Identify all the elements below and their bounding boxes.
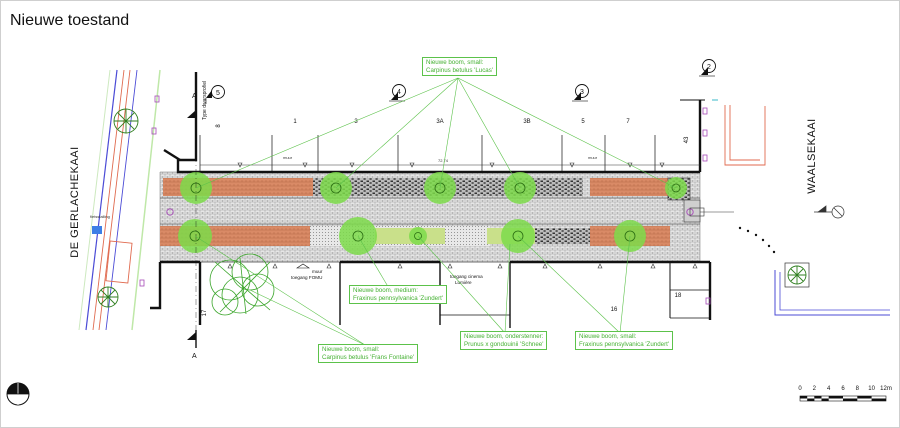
- section-marker-icon: [814, 205, 845, 219]
- gerlachekaai-quay: fietsstalling: [78, 69, 161, 331]
- tree-label-fontaine: Nieuwe boom, small: Carpinus betulus 'Fr…: [318, 344, 419, 363]
- dimension-line: 72,74 muur muur: [200, 155, 700, 166]
- svg-text:6: 6: [841, 386, 845, 392]
- section-cut-line: A A Type dwarsprofiel: [187, 81, 208, 360]
- svg-text:4: 4: [397, 89, 401, 96]
- svg-text:16: 16: [611, 307, 618, 313]
- tree-symbol-icon: [97, 286, 119, 308]
- scale-ticks: 0 2 4 6 8 10 12m: [798, 386, 892, 392]
- tree-label-zundert-small: Nieuwe boom, small: Fraxinus pennsylvani…: [575, 331, 674, 350]
- svg-text:3A: 3A: [436, 119, 443, 125]
- entrance-labels: muur toegang FOMU toegang cinema Lumière: [291, 263, 483, 285]
- section-marker-icon: 4: [389, 84, 406, 102]
- quay-trees: [97, 108, 810, 308]
- svg-text:5: 5: [216, 90, 220, 97]
- tree-label-line: Fraxinus pennsylvanica 'Zundert': [353, 294, 444, 302]
- svg-text:5: 5: [581, 119, 585, 125]
- north-arrow-icon: [6, 382, 30, 406]
- section-marker-icon: 3: [572, 84, 589, 102]
- tree-label-line: Nieuwe boom, small:: [579, 333, 637, 340]
- svg-text:12m: 12m: [880, 386, 892, 392]
- svg-text:Type dwarsprofiel: Type dwarsprofiel: [202, 81, 208, 120]
- tree-symbol-icon: [784, 262, 810, 288]
- tree-label-line: Prunus x gondouinii 'Schnee': [464, 340, 544, 348]
- svg-text:18: 18: [675, 293, 682, 299]
- page-title: Nieuwe toestand: [10, 12, 130, 29]
- svg-text:A: A: [192, 93, 197, 100]
- section-markers: 5 4 3 2: [205, 59, 716, 104]
- street-name-waalsekaai: WAALSEKAAI: [806, 118, 818, 194]
- svg-text:2: 2: [813, 386, 817, 392]
- tree-label-line: Nieuwe boom, small:: [322, 346, 380, 353]
- svg-text:muur: muur: [588, 155, 598, 160]
- svg-text:toegang FOMU: toegang FOMU: [291, 275, 322, 280]
- tree-label-line: Nieuwe boom, medium:: [353, 287, 418, 294]
- scale-bar-icon: 0 2 4 6 8 10 12m: [798, 386, 892, 402]
- svg-text:1: 1: [293, 119, 297, 125]
- tree-cluster-outline: [209, 253, 275, 316]
- svg-text:0: 0: [798, 386, 802, 392]
- svg-text:Lumière: Lumière: [455, 280, 472, 285]
- tree-label-prunus: Nieuwe boom, onderstenner: Prunus x gond…: [460, 331, 548, 350]
- entrance-markers: [227, 162, 698, 269]
- plot-numbers: 8 1 3 3A 3B 5 7 43 16 18 17: [202, 119, 690, 316]
- svg-text:72,74: 72,74: [438, 158, 449, 163]
- section-marker-icon: 2: [699, 59, 716, 77]
- svg-text:muur: muur: [283, 155, 293, 160]
- section-marker-icon: 5: [205, 85, 225, 104]
- svg-text:3B: 3B: [523, 119, 530, 125]
- svg-text:17: 17: [202, 309, 208, 316]
- svg-text:8: 8: [856, 386, 860, 392]
- svg-text:3: 3: [354, 119, 358, 125]
- svg-text:7: 7: [626, 119, 630, 125]
- tree-label-line: Carpinus betulus 'Frans Fontaine': [322, 353, 415, 361]
- street-name-gerlachekaai: DE GERLACHEKAAI: [69, 146, 81, 258]
- svg-text:fietsstalling: fietsstalling: [90, 214, 110, 219]
- label-leader-lines: [194, 77, 677, 346]
- tree-label-line: Nieuwe boom, onderstenner:: [464, 333, 544, 340]
- svg-text:3: 3: [580, 89, 584, 96]
- svg-text:10: 10: [868, 386, 875, 392]
- tree-symbol-icon: [113, 108, 139, 134]
- svg-text:43: 43: [684, 136, 690, 143]
- tree-label-line: Nieuwe boom, small:: [426, 59, 484, 66]
- svg-text:4: 4: [827, 386, 831, 392]
- bollard-dots: [738, 226, 776, 254]
- svg-text:2: 2: [707, 64, 711, 71]
- tree-label-line: Carpinus betulus 'Lucas': [426, 66, 494, 74]
- svg-text:8: 8: [216, 124, 222, 128]
- tree-label-zundert-medium: Nieuwe boom, medium: Fraxinus pennsylvan…: [349, 285, 448, 304]
- svg-text:toegang cinema: toegang cinema: [450, 274, 483, 279]
- tree-label-line: Fraxinus pennsylvanica 'Zundert': [579, 340, 670, 348]
- waalsekaai-quay: [724, 105, 890, 316]
- tree-label-lucas: Nieuwe boom, small: Carpinus betulus 'Lu…: [422, 57, 498, 76]
- utility-details: [166, 99, 734, 305]
- svg-text:muur: muur: [312, 269, 323, 274]
- svg-text:A: A: [192, 353, 197, 360]
